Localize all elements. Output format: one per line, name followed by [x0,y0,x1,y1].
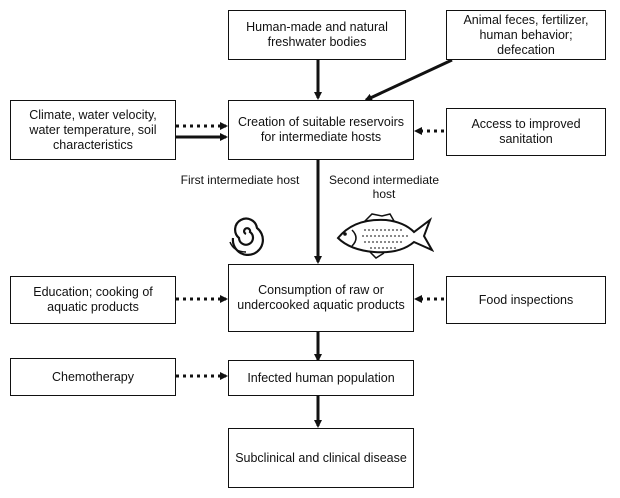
first-host-label: First intermediate host [180,173,300,187]
sanitation-box: Access to improved sanitation [446,108,606,156]
chemotherapy-box: Chemotherapy [10,358,176,396]
climate-box: Climate, water velocity, water temperatu… [10,100,176,160]
chemotherapy-text: Chemotherapy [52,369,134,384]
infected-population-text: Infected human population [247,370,395,385]
reservoirs-text: Creation of suitable reservoirs for inte… [237,115,405,144]
education-box: Education; cooking of aquatic products [10,276,176,324]
sanitation-text: Access to improved sanitation [471,117,581,146]
animal-feces-box: Animal feces, fertilizer, human behavior… [446,10,606,60]
food-inspections-box: Food inspections [446,276,606,324]
climate-text: Climate, water velocity, water temperatu… [29,107,157,152]
infected-population-box: Infected human population [228,360,414,396]
animal-feces-text: Animal feces, fertilizer, human behavior… [463,12,589,57]
fish-icon [336,213,434,259]
second-host-label: Second intermediate host [328,173,440,201]
food-inspections-text: Food inspections [478,292,574,307]
freshwater-bodies-text: Human-made and natural freshwater bodies [246,20,388,49]
arrow-feces-to-reservoirs [364,58,453,102]
snail-icon [229,217,264,256]
freshwater-bodies-box: Human-made and natural freshwater bodies [228,10,406,60]
education-text: Education; cooking of aquatic products [33,285,153,314]
clinical-disease-box: Subclinical and clinical disease [228,428,414,488]
reservoirs-box: Creation of suitable reservoirs for inte… [228,100,414,160]
consumption-box: Consumption of raw or undercooked aquati… [228,264,414,332]
clinical-disease-text: Subclinical and clinical disease [235,450,407,465]
consumption-text: Consumption of raw or undercooked aquati… [237,283,405,312]
